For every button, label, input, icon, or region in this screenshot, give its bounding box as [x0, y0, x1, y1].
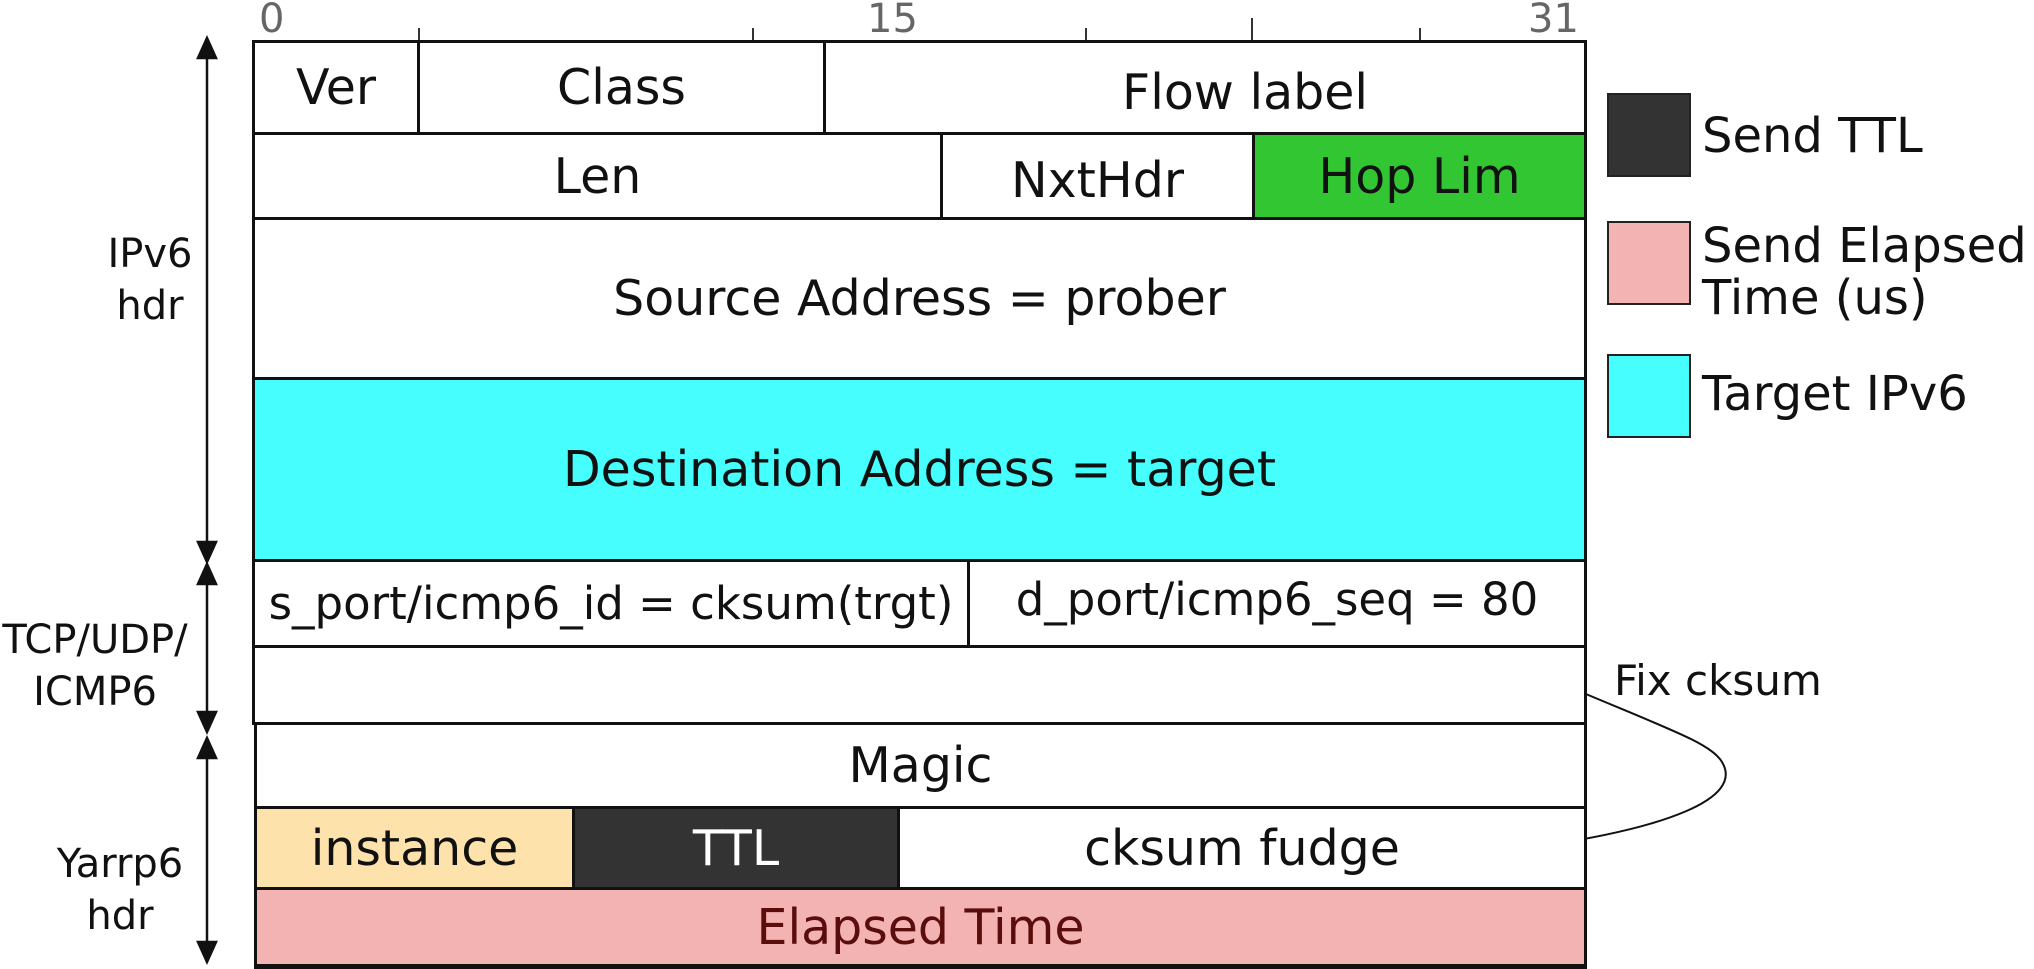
field-elapsed-time: Elapsed Time: [254, 887, 1587, 969]
side-label-transport-hdr: TCP/UDP/ ICMP6: [2, 617, 188, 715]
bit-label-31: 31: [1528, 0, 1579, 42]
field-checksum: [252, 645, 1587, 725]
bit-label-15: 15: [867, 0, 918, 42]
legend-swatch-send-elapsed-time: [1607, 221, 1691, 305]
legend-label-send-ttl: Send TTL: [1702, 108, 1923, 164]
ipv6-span-arrow: [196, 34, 218, 566]
field-source-address: Source Address = prober: [252, 217, 1587, 380]
field-traffic-class: Class: [417, 40, 826, 135]
field-ttl: TTL: [572, 806, 900, 890]
field-destination-address: Destination Address = target: [252, 377, 1587, 562]
legend-label-send-elapsed-time: Send Elapsed Time (us): [1702, 218, 2027, 326]
legend-swatch-target-ipv6: [1607, 354, 1691, 438]
field-instance: instance: [254, 806, 575, 890]
bit-label-0: 0: [259, 0, 285, 42]
field-payload-length: Len: [252, 132, 943, 220]
yarrp6-span-arrow: [196, 734, 218, 966]
field-magic: Magic: [254, 722, 1587, 809]
side-label-yarrp6-hdr: Yarrp6 hdr: [56, 841, 184, 939]
side-label-ipv6-hdr: IPv6 hdr: [107, 231, 193, 329]
fix-cksum-label: Fix cksum: [1614, 656, 1822, 705]
field-cksum-fudge: cksum fudge: [897, 806, 1587, 890]
field-hop-limit: Hop Lim: [1252, 132, 1587, 220]
field-source-port: s_port/icmp6_id = cksum(trgt): [252, 559, 970, 648]
transport-span-arrow: [196, 560, 218, 736]
field-flow-label: Flow label: [823, 40, 1587, 135]
field-next-header: NxtHdr: [940, 132, 1255, 220]
legend-label-target-ipv6: Target IPv6: [1702, 366, 1968, 422]
legend-swatch-send-ttl: [1607, 93, 1691, 177]
field-destination-port: d_port/icmp6_seq = 80: [967, 559, 1587, 648]
field-version: Ver: [252, 40, 420, 135]
